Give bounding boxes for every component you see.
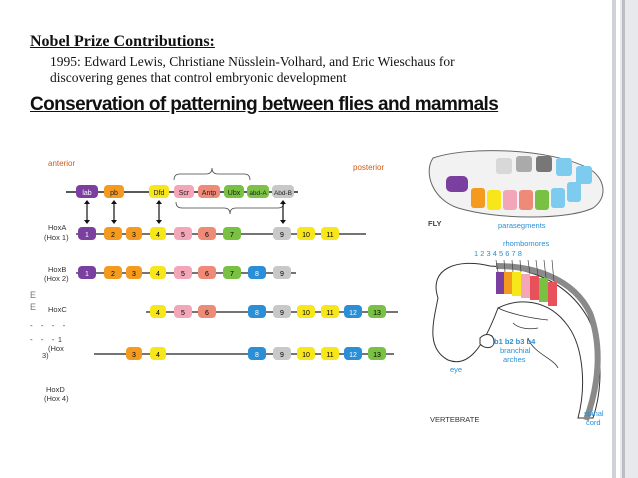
svg-text:10: 10 [302,310,310,317]
fly-gene-scr: Scr [174,185,194,198]
spinal-cord-label-2: cord [586,418,601,427]
svg-text:Scr: Scr [179,190,190,197]
slide-heading: Conservation of patterning between flies… [30,94,499,115]
svg-text:3: 3 [132,271,136,278]
branchial-label-1: b1 b2 b3 b4 [494,337,536,346]
svg-text:2: 2 [111,271,115,278]
svg-text:5: 5 [181,310,185,317]
vertebrate-embryo-illustration [432,262,601,422]
slide-edge-decoration [612,0,638,478]
body-line-1: 1995: Edward Lewis, Christiane Nüsslein-… [50,54,455,69]
branchial-label-2: branchial [500,346,531,355]
hox3-sub-label: 3) [42,351,49,360]
hoxb-label: HoxB [48,265,66,274]
svg-text:8: 8 [255,352,259,359]
svg-text:4: 4 [156,310,160,317]
hox3-gene-row: 3 4 8 9 10 11 12 13 [126,347,386,360]
hoxa-label: HoxA [48,223,66,232]
svg-text:Ubx: Ubx [228,190,241,197]
svg-text:- - - -: - - - - [30,321,68,330]
svg-text:1: 1 [58,337,62,344]
svg-text:5: 5 [181,271,185,278]
svg-text:9: 9 [280,352,284,359]
fly-gene-lab: lab [76,185,98,198]
svg-text:Dfd: Dfd [154,190,165,197]
svg-text:12: 12 [349,310,357,317]
hoxd-label: HoxD [46,385,65,394]
hox-gene-figure: anterior posterior lab pb Dfd Scr Antp U… [30,150,604,427]
eye-label: eye [450,365,462,374]
svg-text:1: 1 [85,232,89,239]
svg-text:10: 10 [302,232,310,239]
hoxd-sub-label: (Hox 4) [44,394,69,403]
vertebrate-label: VERTEBRATE [430,415,479,424]
svg-text:6: 6 [205,232,209,239]
svg-text:Antp: Antp [202,190,217,197]
hoxc-gene-row: 4 5 6 8 9 10 11 12 13 [150,305,386,318]
svg-text:3: 3 [132,232,136,239]
hox3-label: (Hox [48,344,64,353]
branchial-label-3: arches [503,355,526,364]
rhombomere-numbers: 1 2 3 4 5 6 7 8 [474,249,522,258]
fly-label: FLY [428,219,441,228]
svg-text:9: 9 [280,310,284,317]
fly-gene-abd-a: abd-A [247,185,269,198]
homology-arrows [86,202,284,222]
body-line-2: discovering genes that control embryonic… [50,69,347,85]
fly-gene-ubx: Ubx [224,185,244,198]
svg-text:pb: pb [110,190,118,197]
svg-text:2: 2 [111,232,115,239]
svg-text:9: 9 [280,232,284,239]
svg-text:1: 1 [85,271,89,278]
svg-text:E: E [30,302,36,312]
svg-text:5: 5 [181,232,185,239]
svg-text:Abd-B: Abd-B [274,190,292,197]
svg-text:12: 12 [349,352,357,359]
svg-text:6: 6 [205,310,209,317]
hoxb-gene-row: 1 2 3 4 5 6 7 8 9 [78,266,291,279]
svg-text:4: 4 [156,271,160,278]
fly-gene-dfd: Dfd [149,185,169,198]
spinal-cord-label-1: spinal [584,409,604,418]
posterior-label: posterior [353,163,384,172]
svg-text:7: 7 [230,232,234,239]
svg-text:- - -: - - - [30,335,57,344]
hoxc-label: HoxC [48,305,67,314]
hoxb-sub-label: (Hox 2) [44,274,69,283]
svg-text:13: 13 [373,310,381,317]
svg-text:11: 11 [326,232,333,239]
svg-text:11: 11 [326,310,333,317]
svg-text:13: 13 [373,352,381,359]
anterior-label: anterior [48,159,75,168]
svg-text:E: E [30,290,36,300]
hoxa-gene-row: 1 2 3 4 5 6 7 9 10 11 [78,227,339,240]
svg-text:8: 8 [255,310,259,317]
rhombomere-ticks [495,259,555,283]
svg-text:6: 6 [205,271,209,278]
parasegments-label: parasegments [498,221,546,230]
slide-title: Nobel Prize Contributions: [30,33,215,50]
fly-gene-antp: Antp [198,185,220,198]
fly-gene-abd-b: Abd-B [272,185,294,198]
rhombomeres-label: rhombomores [503,239,550,248]
svg-text:4: 4 [156,232,160,239]
fly-gene-pb: pb [104,185,124,198]
fly-embryo-illustration [428,150,604,218]
svg-text:lab: lab [82,190,91,197]
svg-text:4: 4 [156,352,160,359]
svg-text:7: 7 [230,271,234,278]
hoxa-sub-label: (Hox 1) [44,233,69,242]
svg-text:3: 3 [132,352,136,359]
svg-text:10: 10 [302,352,310,359]
svg-text:8: 8 [255,271,259,278]
svg-text:9: 9 [280,271,284,278]
slide-body-text: 1995: Edward Lewis, Christiane Nüsslein-… [50,54,570,85]
svg-text:abd-A: abd-A [249,190,267,197]
fly-gene-row: lab pb Dfd Scr Antp Ubx abd-A Abd-B [76,185,294,198]
svg-text:11: 11 [326,352,333,359]
